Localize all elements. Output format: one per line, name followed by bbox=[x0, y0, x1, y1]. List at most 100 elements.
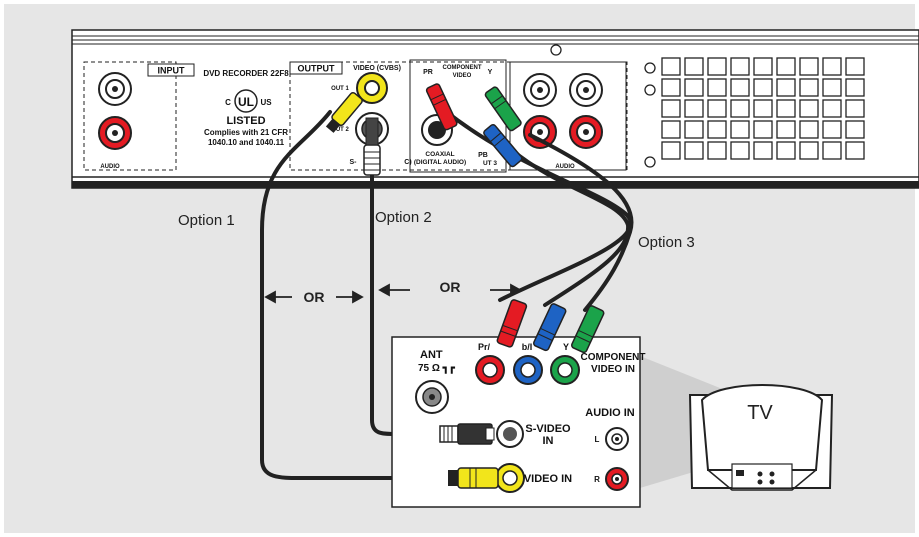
vent-slot bbox=[822, 57, 842, 76]
vent-slot bbox=[776, 99, 796, 118]
vent-slot bbox=[661, 120, 681, 139]
ul-listed-logo: UL bbox=[234, 89, 258, 113]
vent-slot bbox=[845, 78, 865, 97]
vent-slot bbox=[776, 141, 796, 160]
svideo-plug-tv bbox=[439, 423, 495, 445]
vent-slot bbox=[776, 57, 796, 76]
tv-pb-label: b/I bbox=[522, 342, 533, 352]
tv-pb-jack bbox=[513, 355, 543, 385]
option2-label: Option 2 bbox=[375, 209, 432, 226]
vent-slot bbox=[799, 99, 819, 118]
vent-slot bbox=[753, 120, 773, 139]
out1-label: OUT 1 bbox=[331, 86, 349, 92]
vent-slot bbox=[730, 57, 750, 76]
out3-label: UT 3 bbox=[483, 160, 497, 167]
option1-label: Option 1 bbox=[178, 212, 235, 229]
svideo-c-label: C) bbox=[404, 159, 411, 166]
svideo-plug-recorder bbox=[363, 117, 381, 176]
vent-slot bbox=[799, 57, 819, 76]
cables bbox=[260, 108, 634, 480]
vent-slot bbox=[822, 141, 842, 160]
or-label-right: OR bbox=[440, 279, 461, 295]
pr-label: PR bbox=[423, 69, 433, 76]
screw-hole bbox=[644, 156, 656, 168]
vent-slot bbox=[799, 120, 819, 139]
input-audio-red-jack bbox=[98, 116, 132, 150]
vent-slot bbox=[661, 141, 681, 160]
svideo-label: S- bbox=[350, 159, 358, 166]
compliance-line1: Complies with 21 CFR bbox=[204, 128, 288, 137]
tv-pr-label: Pr/ bbox=[478, 342, 491, 352]
tv-audio-in-label: AUDIO IN bbox=[585, 407, 635, 419]
tv-audio-l-jack bbox=[605, 427, 629, 451]
vent-slot bbox=[730, 99, 750, 118]
ant-label: ANT bbox=[420, 349, 443, 361]
vent-slot bbox=[684, 120, 704, 139]
tv-svideo-in-label: IN bbox=[543, 435, 554, 447]
tv-video-in-label: VIDEO IN bbox=[524, 473, 572, 485]
output-label: OUTPUT bbox=[298, 64, 336, 74]
vent-slot bbox=[822, 78, 842, 97]
tv-connection-panel: ANT 75 Ω ┓┏ Pr/ b/I Y COMPONENT VIDEO IN bbox=[391, 336, 646, 508]
audio-out-label: AUDIO bbox=[555, 164, 575, 170]
vent-slot bbox=[753, 141, 773, 160]
component-label: COMPONENT bbox=[443, 65, 482, 71]
tv-svideo-label: S-VIDEO bbox=[525, 423, 571, 435]
vent-slot bbox=[845, 120, 865, 139]
vent-slot bbox=[730, 120, 750, 139]
svg-text:UL: UL bbox=[238, 95, 254, 109]
option3-cable-blue bbox=[510, 148, 631, 307]
ant-jack bbox=[415, 380, 449, 414]
vent-slot bbox=[661, 99, 681, 118]
tv-label: TV bbox=[747, 402, 773, 424]
out1-yellow-jack bbox=[356, 72, 388, 104]
vent-slot bbox=[707, 78, 727, 97]
red-plug-tv bbox=[496, 299, 528, 348]
pb-label: PB bbox=[478, 152, 488, 159]
tv-set: TV bbox=[688, 384, 834, 491]
blue-plug-tv bbox=[532, 303, 567, 352]
vent-slot bbox=[661, 57, 681, 76]
vent-slot bbox=[707, 57, 727, 76]
vent-slot bbox=[799, 78, 819, 97]
tv-plugs bbox=[439, 299, 605, 489]
output-label-box bbox=[289, 61, 343, 75]
digital-audio-label: (DIGITAL AUDIO) bbox=[414, 159, 466, 166]
vent-slot bbox=[684, 99, 704, 118]
tv-audio-r-jack bbox=[605, 467, 629, 491]
ul-listed-label: LISTED bbox=[226, 115, 265, 127]
input-label-box bbox=[147, 63, 195, 77]
option3-label: Option 3 bbox=[638, 234, 695, 251]
vent-slot bbox=[753, 57, 773, 76]
ant-ohm-label: 75 Ω ┓┏ bbox=[418, 363, 456, 374]
blue-plug-recorder bbox=[483, 123, 523, 168]
vent-slot bbox=[822, 99, 842, 118]
or-label-left: OR bbox=[304, 289, 325, 305]
ventilation-grille bbox=[550, 44, 865, 168]
tv-video-in-jack bbox=[495, 463, 525, 493]
tv-pr-jack bbox=[475, 355, 505, 385]
green-plug-recorder bbox=[484, 86, 522, 132]
vent-slot bbox=[707, 141, 727, 160]
audio-out-red-jack-2 bbox=[569, 115, 603, 149]
model-label: DVD RECORDER 22F8 bbox=[203, 69, 289, 78]
audio-out-red-jack-1 bbox=[523, 115, 557, 149]
tv-y-jack bbox=[550, 355, 580, 385]
screw-hole bbox=[644, 84, 656, 96]
vent-slot bbox=[753, 99, 773, 118]
vent-slot bbox=[707, 99, 727, 118]
tv-component-label: COMPONENT bbox=[581, 352, 646, 363]
vent-slot bbox=[845, 141, 865, 160]
screw-hole bbox=[644, 62, 656, 74]
option3-cable-green bbox=[528, 133, 634, 312]
vent-slot bbox=[799, 141, 819, 160]
audio-out-white-jack-1 bbox=[523, 73, 557, 107]
vent-slot bbox=[684, 57, 704, 76]
recorder-plugs bbox=[325, 83, 523, 176]
audio-out-white-jack-2 bbox=[569, 73, 603, 107]
video-cvbs-label: VIDEO (CVBS) bbox=[353, 65, 401, 72]
vent-slot bbox=[822, 120, 842, 139]
ul-us-label: US bbox=[260, 98, 272, 107]
